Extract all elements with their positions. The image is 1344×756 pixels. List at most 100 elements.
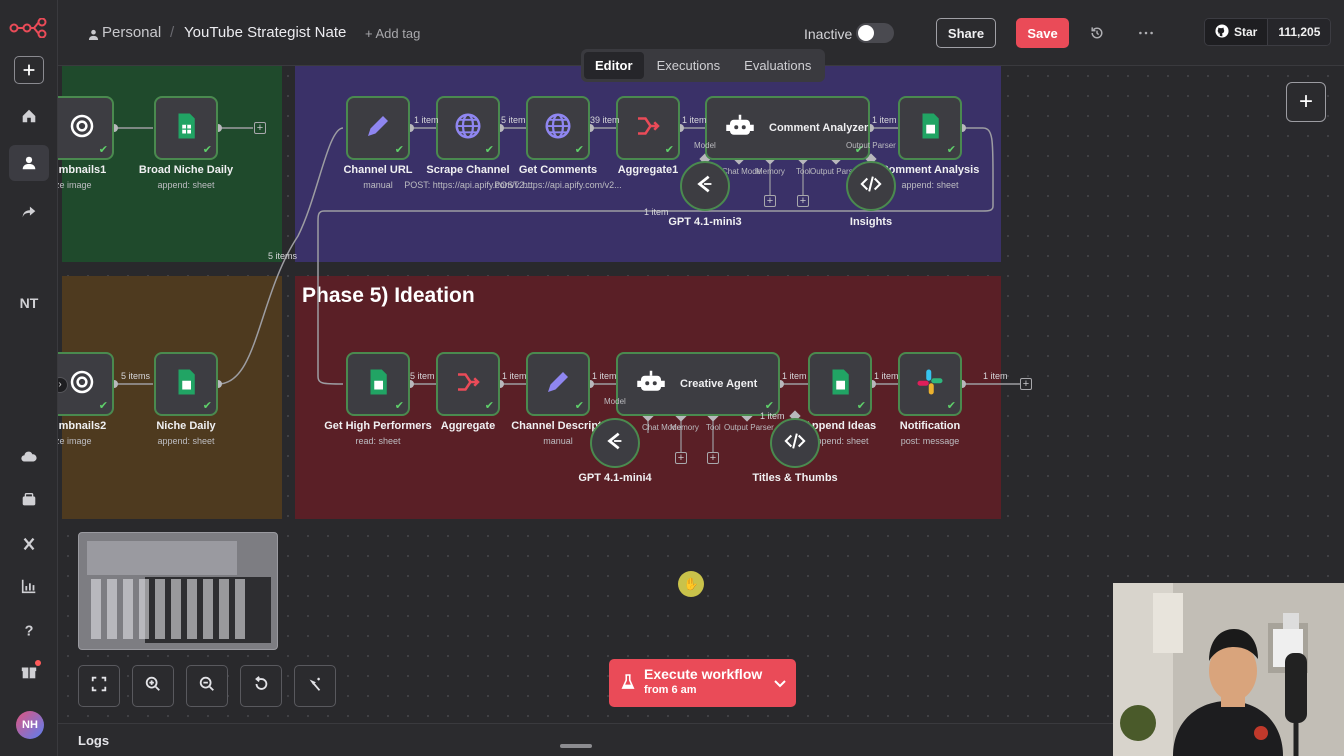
node-niche-daily[interactable]: ✔ [154, 352, 218, 416]
cloud-icon[interactable] [9, 439, 49, 475]
edge-label: 1 item [502, 371, 527, 381]
node-get-comments[interactable]: ✔ [526, 96, 590, 160]
tab-editor[interactable]: Editor [584, 52, 644, 79]
tidy-up-button[interactable] [294, 665, 336, 707]
code-icon [784, 430, 806, 457]
sheets-icon [171, 111, 201, 146]
add-memory-icon[interactable]: + [675, 452, 687, 464]
node-label: Channel Descripti [511, 420, 605, 432]
add-connection-icon[interactable]: + [1020, 378, 1032, 390]
node-label: Comment Analyzer [769, 122, 869, 134]
github-star-button[interactable]: Star [1205, 19, 1268, 45]
tab-evaluations[interactable]: Evaluations [744, 58, 812, 73]
variables-icon[interactable] [9, 526, 49, 562]
add-icon[interactable] [14, 56, 44, 84]
templates-icon[interactable] [9, 482, 49, 518]
zoom-out-icon [198, 675, 216, 698]
node-notification[interactable]: ✔ [898, 352, 962, 416]
node-sub: manual [543, 436, 573, 446]
subnode-insights[interactable] [846, 161, 896, 211]
project-initials[interactable]: NT [19, 295, 39, 311]
save-button[interactable]: Save [1016, 18, 1069, 48]
node-sub: nalyze image [58, 180, 92, 190]
undo-icon [252, 675, 270, 698]
edge-label: 5 items [121, 371, 151, 381]
broom-icon [306, 675, 324, 698]
tab-executions[interactable]: Executions [656, 58, 721, 73]
resize-handle[interactable] [560, 744, 592, 748]
edge-label: 1 item [592, 371, 617, 381]
node-append-ideas[interactable]: ✔ [808, 352, 872, 416]
node-comment-analyzer[interactable]: Comment Analyzer✔ [705, 96, 870, 160]
node-channel-description[interactable]: ✔ [526, 352, 590, 416]
user-icon[interactable] [9, 145, 49, 181]
n8n-logo-icon[interactable] [9, 10, 49, 46]
node-sub: POST: https://api.apify.com/v2... [404, 180, 532, 190]
share-arrow-icon[interactable] [9, 194, 49, 230]
workflow-name[interactable]: YouTube Strategist Nate [184, 24, 347, 41]
gift-icon[interactable] [9, 654, 49, 690]
view-tabs: Editor Executions Evaluations [581, 49, 826, 82]
reset-zoom-button[interactable] [240, 665, 282, 707]
chevron-down-icon[interactable] [774, 675, 786, 693]
node-aggregate1[interactable]: ✔ [616, 96, 680, 160]
node-scrape-channel[interactable]: ✔ [436, 96, 500, 160]
sheets-icon [825, 367, 855, 402]
edge-label: 5 item [410, 371, 435, 381]
subnode-gpt-mini4[interactable] [590, 418, 640, 468]
fit-view-button[interactable] [78, 665, 120, 707]
github-star-group[interactable]: Star 111,205 [1204, 18, 1332, 46]
subnode-label: Titles & Thumbs [752, 472, 838, 484]
node-get-high-performers[interactable]: ✔ [346, 352, 410, 416]
node-aggregate[interactable]: ✔ [436, 352, 500, 416]
add-node-button[interactable]: + [1286, 82, 1326, 122]
add-memory-icon[interactable]: + [764, 195, 776, 207]
share-button[interactable]: Share [936, 18, 996, 48]
node-creative-agent[interactable]: Creative Agent✔ [616, 352, 780, 416]
add-connection-icon[interactable]: + [254, 122, 266, 134]
zoom-in-button[interactable] [132, 665, 174, 707]
port-label: Chat Mode [722, 167, 762, 176]
node-analyze-thumbnails1[interactable]: ✔ [58, 96, 114, 160]
node-label: Aggregate1 [617, 164, 679, 176]
add-tool-icon[interactable]: + [797, 195, 809, 207]
node-sub: read: sheet [355, 436, 401, 446]
webcam-overlay [1113, 583, 1344, 756]
robot-icon [725, 111, 755, 146]
minimap[interactable] [78, 532, 278, 650]
subnode-label: Insights [849, 216, 893, 228]
node-sub: nalyze image [58, 436, 92, 446]
active-toggle[interactable] [856, 23, 894, 43]
history-icon[interactable] [1086, 22, 1108, 44]
subnode-label: GPT 4.1-mini3 [668, 216, 742, 228]
add-tag-button[interactable]: + Add tag [365, 26, 421, 41]
edge-label: 1 item [983, 371, 1008, 381]
breadcrumb-owner[interactable]: Personal [102, 24, 162, 41]
minimap-region [87, 541, 237, 575]
zoom-in-icon [144, 675, 162, 698]
node-label: ze Thumbnails2 [58, 420, 107, 432]
github-star-count: 111,205 [1267, 19, 1331, 45]
add-tool-icon[interactable]: + [707, 452, 719, 464]
zoom-out-button[interactable] [186, 665, 228, 707]
execute-workflow-button[interactable]: Execute workflow from 6 am [609, 659, 796, 707]
node-comment-analysis[interactable]: ✔ [898, 96, 962, 160]
node-channel-url[interactable]: ✔ [346, 96, 410, 160]
user-avatar[interactable]: NH [16, 711, 44, 739]
node-broad-niche-daily[interactable]: ✔ [154, 96, 218, 160]
status-label: Inactive [804, 26, 853, 42]
subnode-gpt-mini3[interactable] [680, 161, 730, 211]
node-sub: POST: https://api.apify.com/v2... [494, 180, 622, 190]
home-icon[interactable] [9, 98, 49, 134]
openai-model-icon [694, 173, 716, 200]
subnode-titles-thumbs[interactable] [770, 418, 820, 468]
edge-label: 5 item [501, 115, 526, 125]
breadcrumb-separator: / [170, 24, 175, 41]
cursor-hand-icon: ✋ [678, 571, 704, 597]
help-icon[interactable]: ? [9, 612, 49, 648]
more-options-icon[interactable] [1135, 22, 1157, 44]
insights-chart-icon[interactable] [9, 568, 49, 604]
node-sub: append: sheet [901, 180, 959, 190]
port-label: Chat Mode [642, 423, 682, 432]
svg-text:?: ? [25, 623, 34, 639]
